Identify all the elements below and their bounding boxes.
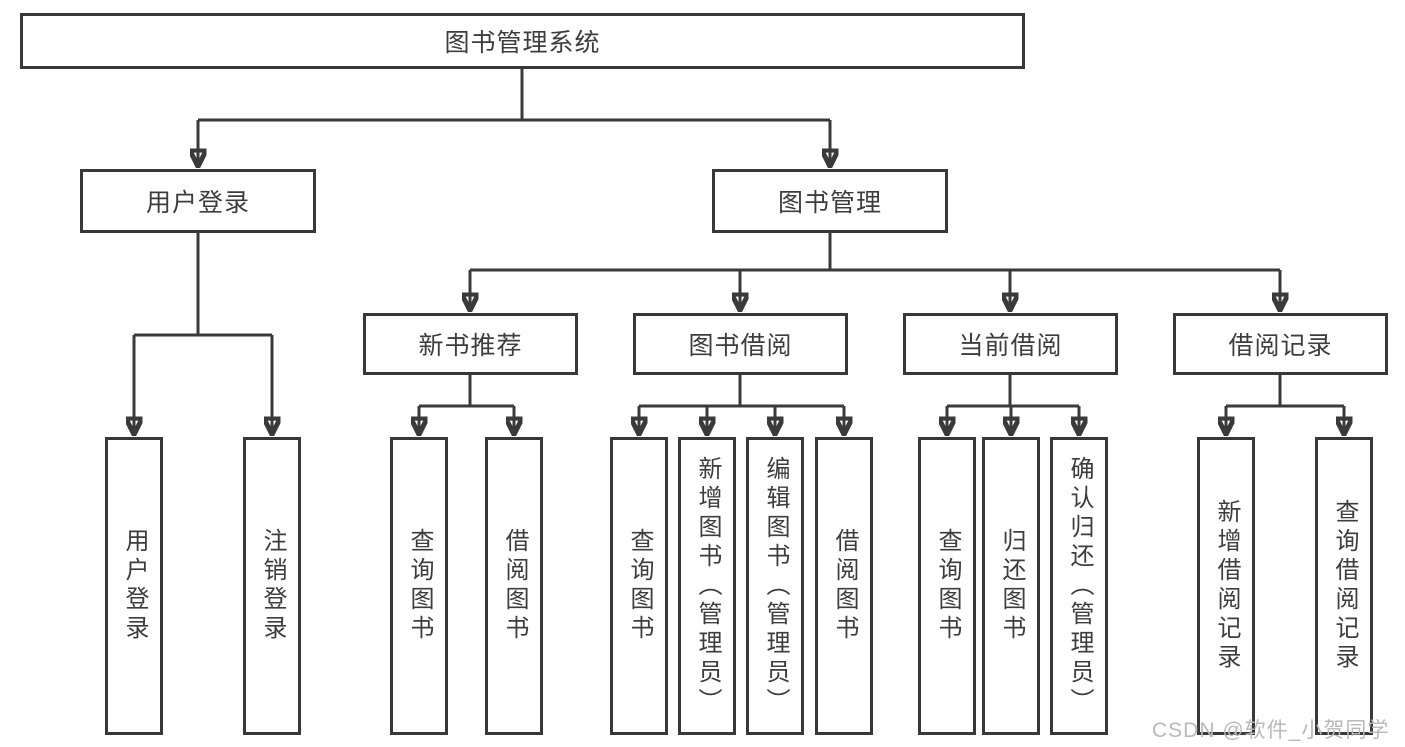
node-book-management: 图书管理: [712, 169, 948, 233]
node-library-system-label: 图书管理系统: [444, 29, 601, 57]
leaf-add-books-admin: 新增图书（管理员）: [678, 437, 736, 735]
leaf-borrow-books-label: 借阅图书: [831, 528, 858, 644]
leaf-query-books-recommend: 查询图书: [390, 437, 448, 735]
leaf-query-books-borrow: 查询图书: [610, 437, 668, 735]
node-user-login-label: 用户登录: [145, 189, 250, 217]
leaf-borrow-books-recommend-label: 借阅图书: [501, 528, 528, 644]
leaf-edit-books-admin-label: 编辑图书（管理员）: [762, 455, 789, 717]
leaf-user-login-label: 用户登录: [121, 528, 148, 644]
leaf-borrow-books-recommend: 借阅图书: [485, 437, 543, 735]
node-book-borrowing: 图书借阅: [633, 313, 848, 375]
leaf-return-books-label: 归还图书: [998, 528, 1025, 644]
node-new-book-recommend-label: 新书推荐: [418, 332, 523, 360]
node-book-borrowing-label: 图书借阅: [688, 332, 793, 360]
node-current-borrowing-label: 当前借阅: [958, 332, 1063, 360]
leaf-edit-books-admin: 编辑图书（管理员）: [746, 437, 804, 735]
leaf-logout-label: 注销登录: [259, 528, 286, 644]
node-current-borrowing: 当前借阅: [903, 313, 1118, 375]
leaf-user-login: 用户登录: [105, 437, 163, 735]
leaf-query-books-borrow-label: 查询图书: [626, 528, 653, 644]
node-library-system: 图书管理系统: [20, 13, 1025, 69]
leaf-add-borrow-record: 新增借阅记录: [1197, 437, 1255, 735]
leaf-borrow-books: 借阅图书: [815, 437, 873, 735]
watermark: CSDN @软件_小贺同学: [1152, 719, 1390, 742]
node-borrowing-records-label: 借阅记录: [1228, 332, 1333, 360]
node-user-login: 用户登录: [80, 169, 316, 233]
leaf-logout: 注销登录: [243, 437, 301, 735]
leaf-query-books-current-label: 查询图书: [934, 528, 961, 644]
leaf-add-books-admin-label: 新增图书（管理员）: [694, 455, 721, 717]
leaf-confirm-return-admin-label: 确认归还（管理员）: [1066, 455, 1093, 717]
leaf-confirm-return-admin: 确认归还（管理员）: [1050, 437, 1108, 735]
node-new-book-recommend: 新书推荐: [363, 313, 578, 375]
leaf-add-borrow-record-label: 新增借阅记录: [1213, 499, 1240, 673]
connector: [134, 69, 1344, 408]
leaf-query-books-recommend-label: 查询图书: [406, 528, 433, 644]
leaf-return-books: 归还图书: [982, 437, 1040, 735]
leaf-query-borrow-record-label: 查询借阅记录: [1331, 499, 1358, 673]
leaf-query-books-current: 查询图书: [918, 437, 976, 735]
node-borrowing-records: 借阅记录: [1173, 313, 1388, 375]
leaf-query-borrow-record: 查询借阅记录: [1315, 437, 1373, 735]
node-book-management-label: 图书管理: [777, 189, 882, 217]
